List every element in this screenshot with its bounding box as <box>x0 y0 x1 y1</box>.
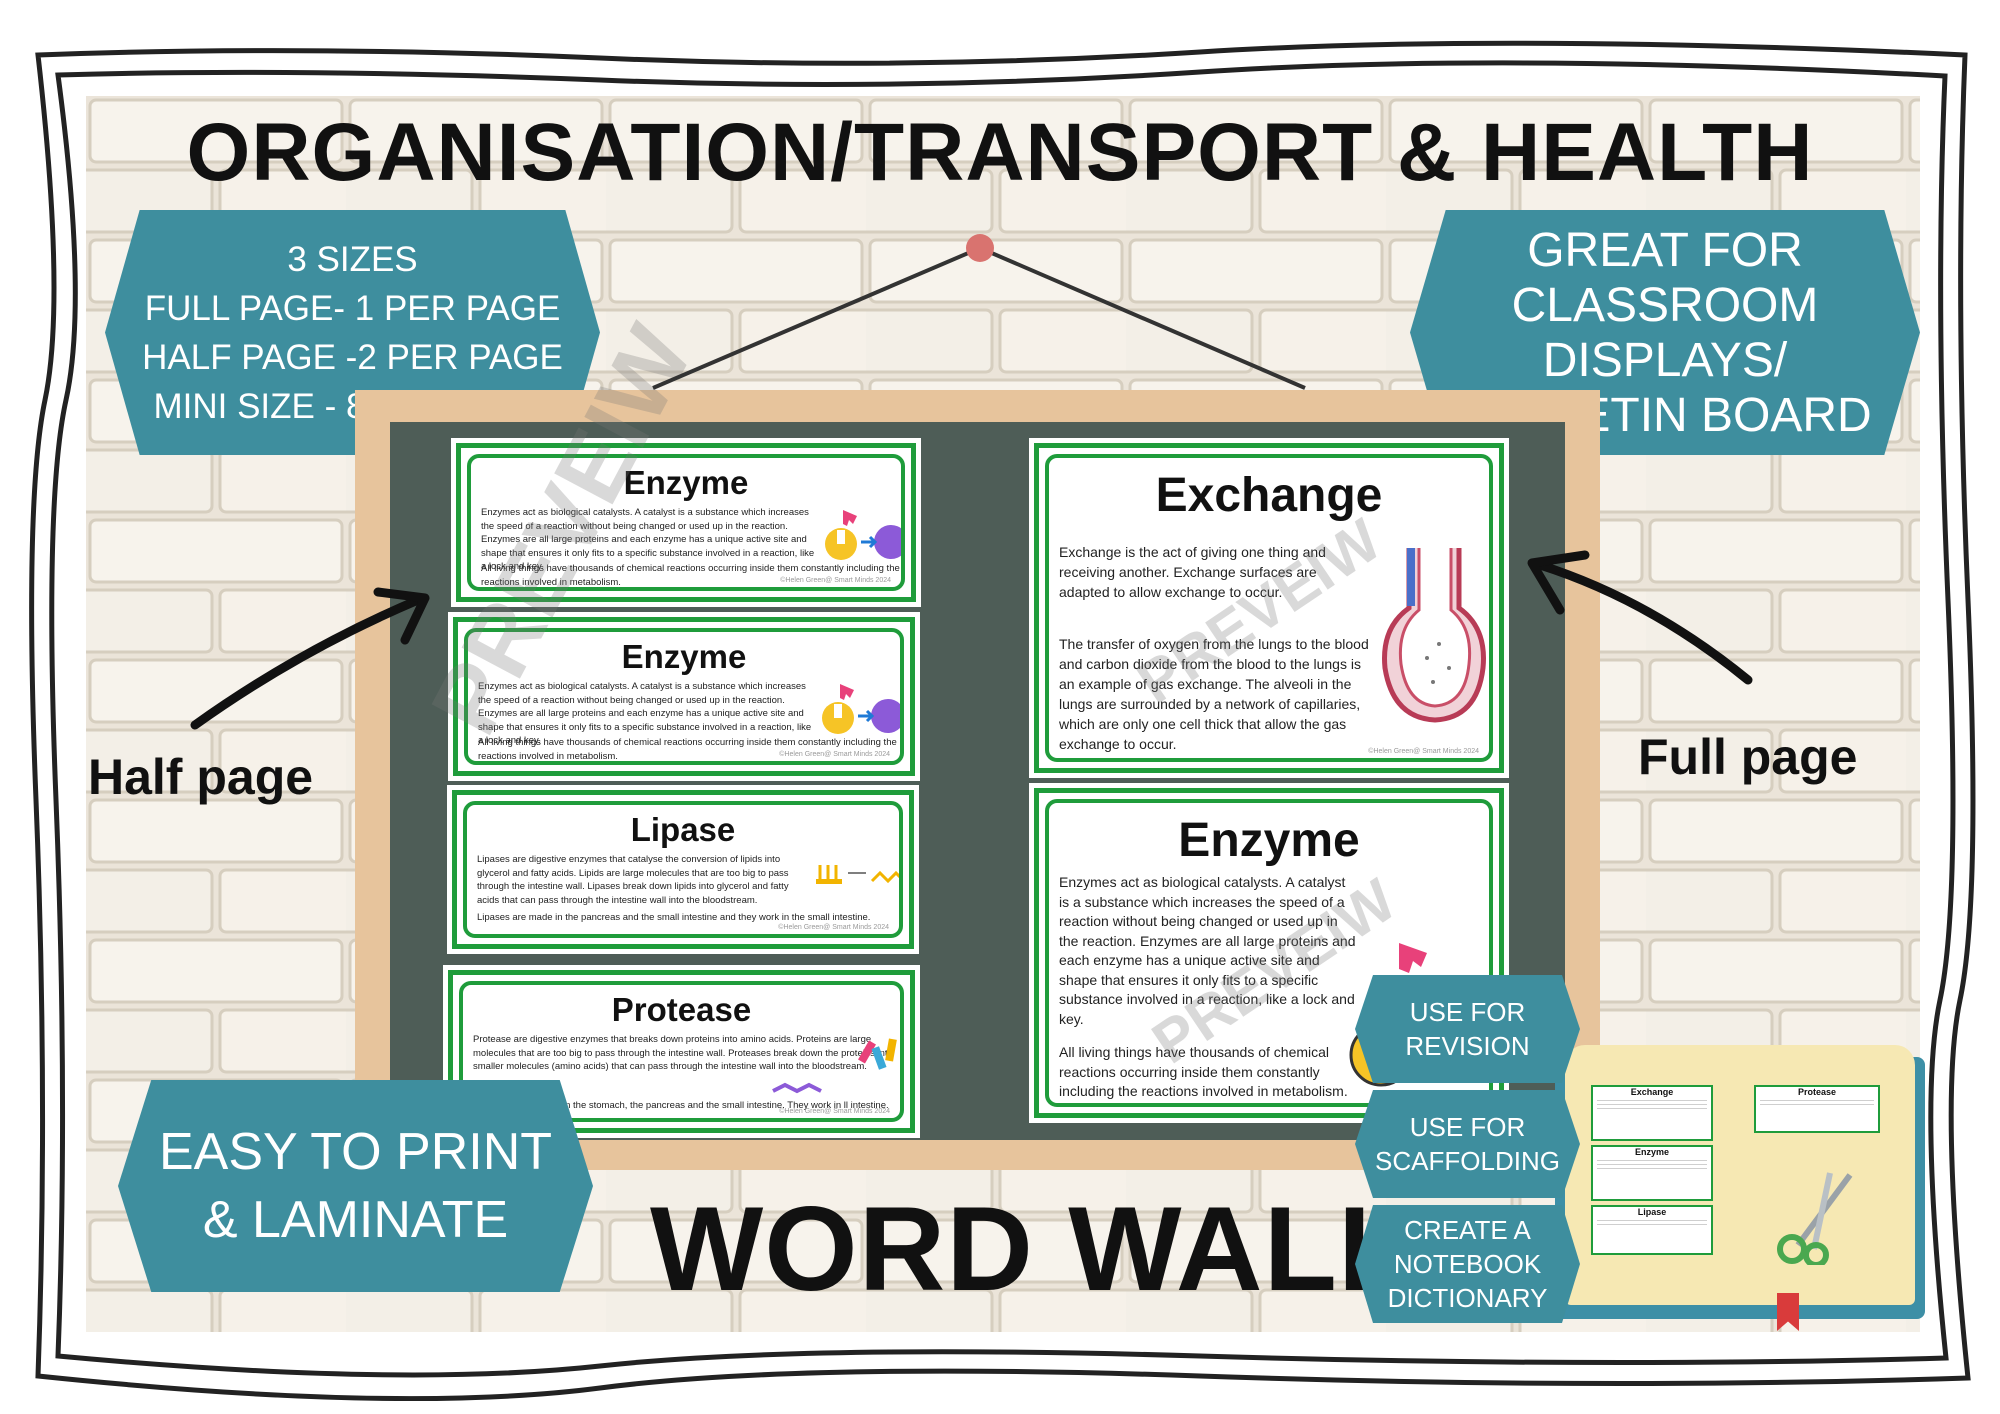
mini-card-title: Exchange <box>1630 1087 1674 1097</box>
classroom-info-box: GREAT FOR CLASSROOM DISPLAYS/ BULLETIN B… <box>1410 210 1920 455</box>
print-line: & LAMINATE <box>202 1191 509 1249</box>
notebook-dictionary-tag: CREATE A NOTEBOOK DICTIONARY <box>1355 1205 1580 1323</box>
card-text: All living things have thousands of chem… <box>478 737 897 762</box>
enzyme-icon <box>822 684 900 734</box>
card-credit: ©Helen Green@ Smart Minds 2024 <box>779 1108 890 1115</box>
card-title: Enzyme <box>1178 814 1360 867</box>
mini-card-title: Lipase <box>1637 1207 1667 1217</box>
card-text: Lipases are digestive enzymes that catal… <box>477 854 789 906</box>
tag-line: USE FOR <box>1409 1112 1526 1142</box>
scissors-icon <box>1777 1172 1853 1265</box>
word-wall-title: WORD WALL <box>650 1182 1413 1316</box>
card-text: Enzymes act as biological catalysts. A c… <box>1059 874 1356 1027</box>
sizes-line: HALF PAGE -2 PER PAGE <box>142 337 563 377</box>
card-text: The transfer of oxygen from the lungs to… <box>1059 636 1369 752</box>
tag-line: REVISION <box>1405 1031 1530 1061</box>
card-text: Enzymes act as biological catalysts. A c… <box>481 507 815 572</box>
print-info-box: EASY TO PRINT & LAMINATE <box>118 1080 593 1292</box>
word-card-protease-half: Protease Protease are digestive enzymes … <box>448 970 915 1133</box>
mini-card: Protease <box>1754 1085 1880 1133</box>
card-title: Lipase <box>630 811 736 848</box>
card-title: Exchange <box>1155 469 1383 522</box>
card-text: Lipases are made in the pancreas and the… <box>477 912 871 923</box>
full-page-label: Full page <box>1638 729 1858 785</box>
mini-card-title: Enzyme <box>1634 1147 1669 1157</box>
book-page-right: Protease <box>1740 1045 1915 1305</box>
word-card-exchange-full: Exchange Exchange is the act of giving o… <box>1034 443 1504 773</box>
card-title: Enzyme <box>621 638 747 675</box>
card-title: Enzyme <box>623 464 749 501</box>
enzyme-icon <box>825 510 901 560</box>
word-card-enzyme-half: Enzyme Enzymes act as biological catalys… <box>456 443 916 602</box>
mini-card: Lipase <box>1591 1205 1713 1255</box>
word-card-lipase-half: Lipase Lipases are digestive enzymes tha… <box>452 790 914 949</box>
classroom-line: DISPLAYS/ <box>1542 333 1788 387</box>
mini-card: Exchange <box>1591 1085 1713 1141</box>
card-text: All living things have thousands of chem… <box>1059 1044 1348 1099</box>
classroom-line: CLASSROOM <box>1511 278 1819 332</box>
bookmark-ribbon <box>1777 1293 1799 1331</box>
lipid-diagram-icon <box>816 865 899 884</box>
card-text: Protease are digestive enzymes that brea… <box>473 1034 893 1072</box>
card-title: Protease <box>611 991 752 1028</box>
sizes-line: 3 SIZES <box>287 239 418 279</box>
card-credit: ©Helen Green@ Smart Minds 2024 <box>780 577 891 584</box>
tag-line: DICTIONARY <box>1387 1283 1548 1313</box>
use-for-scaffolding-tag: USE FOR SCAFFOLDING <box>1355 1090 1580 1198</box>
notebook-illustration: Exchange Enzyme Lipase Protease <box>1555 1045 1925 1331</box>
classroom-line: GREAT FOR <box>1527 223 1803 277</box>
mini-card: Enzyme <box>1591 1145 1713 1201</box>
word-card-enzyme-half: Enzyme Enzymes act as biological catalys… <box>453 617 915 776</box>
tag-line: NOTEBOOK <box>1393 1249 1542 1279</box>
card-text: Enzymes act as biological catalysts. A c… <box>478 681 812 746</box>
mini-card-title: Protease <box>1797 1087 1837 1097</box>
use-for-revision-tag: USE FOR REVISION <box>1355 975 1580 1083</box>
card-credit: ©Helen Green@ Smart Minds 2024 <box>779 751 890 758</box>
print-line: EASY TO PRINT <box>158 1123 553 1181</box>
protein-chain-icon <box>772 1038 897 1094</box>
sizes-line: FULL PAGE- 1 PER PAGE <box>144 288 561 328</box>
card-text: Exchange is the act of giving one thing … <box>1059 544 1326 600</box>
page-title: ORGANISATION/TRANSPORT & HEALTH <box>186 107 1814 198</box>
card-credit: ©Helen Green@ Smart Minds 2024 <box>778 924 889 931</box>
tag-line: SCAFFOLDING <box>1375 1146 1560 1176</box>
alveolus-icon <box>1382 548 1486 723</box>
card-text: in the stomach, the pancreas and the sma… <box>563 1100 889 1111</box>
tag-line: USE FOR <box>1409 997 1526 1027</box>
card-text: All living things have thousands of chem… <box>481 563 900 588</box>
tag-line: CREATE A <box>1404 1215 1531 1245</box>
card-credit: ©Helen Green@ Smart Minds 2024 <box>1368 748 1479 755</box>
half-page-label: Half page <box>88 749 314 805</box>
book-page-left: Exchange Enzyme Lipase <box>1565 1045 1740 1305</box>
